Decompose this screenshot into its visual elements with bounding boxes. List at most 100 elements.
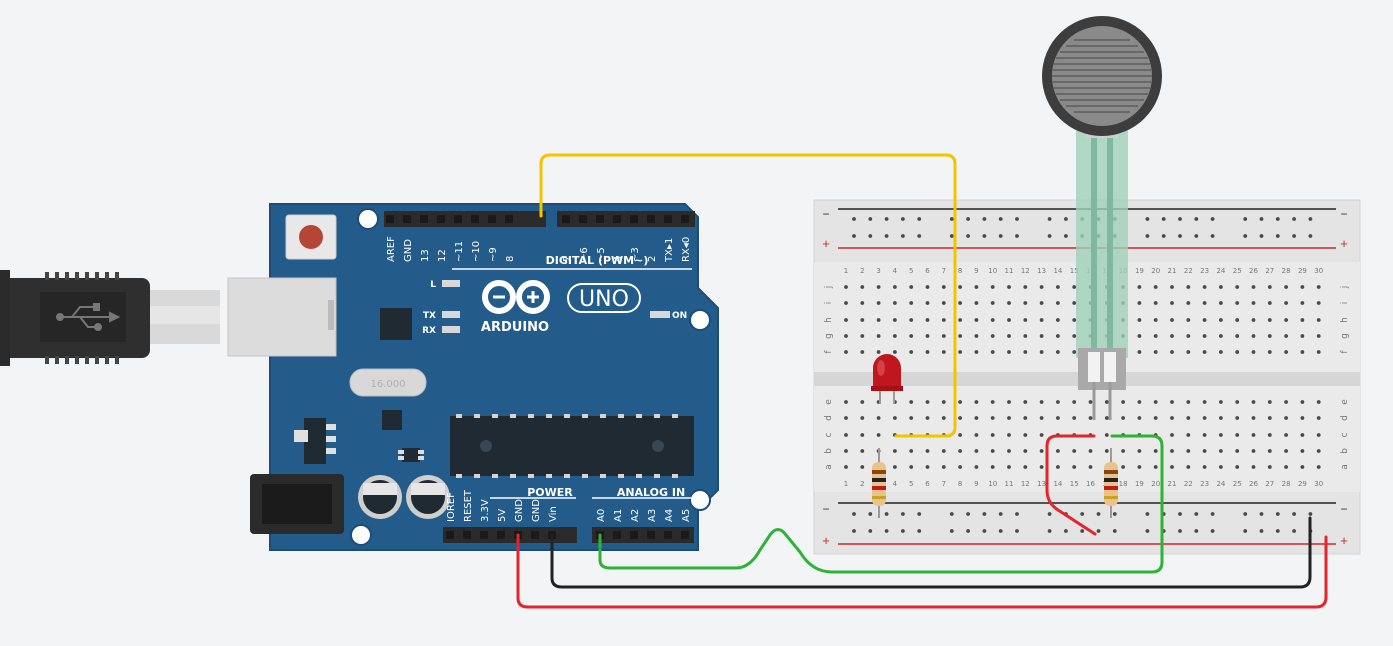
breadboard-hole[interactable] (1275, 512, 1280, 516)
breadboard-hole[interactable] (917, 234, 922, 238)
breadboard-hole[interactable] (1202, 285, 1207, 289)
breadboard-hole[interactable] (1121, 465, 1125, 469)
breadboard-hole[interactable] (1186, 350, 1191, 354)
breadboard-hole[interactable] (1251, 400, 1256, 404)
breadboard-hole[interactable] (1072, 301, 1077, 305)
breadboard-hole[interactable] (941, 301, 946, 305)
breadboard-hole[interactable] (949, 234, 954, 238)
breadboard-hole[interactable] (1202, 350, 1207, 354)
power-pin-socket[interactable] (497, 531, 505, 539)
breadboard-hole[interactable] (1275, 217, 1280, 221)
breadboard-hole[interactable] (1202, 433, 1207, 437)
breadboard-hole[interactable] (941, 400, 946, 404)
breadboard-hole[interactable] (1178, 217, 1182, 221)
breadboard-hole[interactable] (1096, 529, 1101, 533)
breadboard-hole[interactable] (1284, 433, 1288, 437)
breadboard-hole[interactable] (998, 529, 1003, 533)
breadboard-hole[interactable] (1145, 234, 1150, 238)
digital-pin-socket[interactable] (454, 215, 462, 223)
breadboard-hole[interactable] (1064, 234, 1068, 238)
breadboard-hole[interactable] (1267, 285, 1272, 289)
breadboard-hole[interactable] (1023, 449, 1028, 453)
breadboard-hole[interactable] (1300, 433, 1305, 437)
digital-pin-header-right[interactable] (557, 211, 695, 227)
breadboard-hole[interactable] (1153, 350, 1158, 354)
breadboard-hole[interactable] (1300, 285, 1305, 289)
wire-gnd-to-rail[interactable] (550, 516, 1312, 589)
breadboard-hole[interactable] (1056, 400, 1060, 404)
breadboard-hole[interactable] (966, 217, 970, 221)
breadboard-hole[interactable] (844, 465, 848, 469)
breadboard-hole[interactable] (949, 529, 954, 533)
breadboard-hole[interactable] (1015, 234, 1019, 238)
breadboard-hole[interactable] (1235, 449, 1240, 453)
breadboard-hole[interactable] (925, 449, 930, 453)
breadboard-hole[interactable] (1243, 234, 1248, 238)
breadboard-hole[interactable] (1284, 301, 1288, 305)
breadboard-hole[interactable] (1056, 416, 1060, 420)
breadboard-hole[interactable] (1072, 449, 1077, 453)
breadboard-hole[interactable] (1039, 301, 1044, 305)
analog-pin-socket[interactable] (664, 531, 672, 539)
breadboard-hole[interactable] (925, 301, 930, 305)
breadboard-hole[interactable] (1088, 449, 1093, 453)
breadboard-hole[interactable] (1039, 465, 1044, 469)
breadboard-hole[interactable] (998, 512, 1003, 516)
breadboard-hole[interactable] (1251, 350, 1256, 354)
breadboard-hole[interactable] (1316, 350, 1321, 354)
breadboard-hole[interactable] (925, 350, 930, 354)
breadboard-hole[interactable] (974, 400, 979, 404)
breadboard-hole[interactable] (1039, 318, 1044, 322)
breadboard-hole[interactable] (1153, 400, 1158, 404)
breadboard-hole[interactable] (941, 285, 946, 289)
breadboard-hole[interactable] (998, 234, 1003, 238)
breadboard-hole[interactable] (1194, 217, 1199, 221)
analog-pin-header[interactable] (592, 527, 694, 543)
breadboard-hole[interactable] (1072, 350, 1077, 354)
breadboard-hole[interactable] (1235, 465, 1240, 469)
breadboard-hole[interactable] (1243, 512, 1248, 516)
breadboard-hole[interactable] (844, 433, 848, 437)
breadboard-hole[interactable] (990, 449, 995, 453)
breadboard-hole[interactable] (1170, 334, 1174, 338)
breadboard-hole[interactable] (1072, 318, 1077, 322)
breadboard-hole[interactable] (1284, 334, 1288, 338)
breadboard-hole[interactable] (1259, 512, 1264, 516)
breadboard-hole[interactable] (917, 512, 922, 516)
wire-pin8-to-led[interactable] (539, 153, 957, 438)
breadboard-hole[interactable] (1267, 318, 1272, 322)
breadboard-hole[interactable] (1300, 334, 1305, 338)
analog-pin-socket[interactable] (647, 531, 655, 539)
breadboard-hole[interactable] (917, 529, 922, 533)
resistor-led[interactable] (872, 448, 886, 518)
breadboard-hole[interactable] (1202, 301, 1207, 305)
breadboard-hole[interactable] (1284, 285, 1288, 289)
breadboard-hole[interactable] (1194, 512, 1199, 516)
breadboard-hole[interactable] (909, 465, 914, 469)
breadboard-hole[interactable] (974, 416, 979, 420)
breadboard-hole[interactable] (1308, 217, 1313, 221)
breadboard-hole[interactable] (1153, 285, 1158, 289)
breadboard-hole[interactable] (860, 465, 865, 469)
breadboard-hole[interactable] (844, 416, 848, 420)
breadboard-hole[interactable] (966, 234, 970, 238)
breadboard-hole[interactable] (1186, 465, 1191, 469)
breadboard-hole[interactable] (1243, 217, 1248, 221)
breadboard-hole[interactable] (1104, 400, 1109, 404)
wire-rail-to-sensor[interactable] (1045, 434, 1097, 536)
breadboard-hole[interactable] (1235, 334, 1240, 338)
breadboard-hole[interactable] (1121, 449, 1125, 453)
analog-pin-socket[interactable] (630, 531, 638, 539)
breadboard-hole[interactable] (860, 400, 865, 404)
breadboard-hole[interactable] (844, 400, 848, 404)
breadboard-hole[interactable] (909, 416, 914, 420)
digital-pin-socket[interactable] (579, 215, 587, 223)
breadboard-hole[interactable] (876, 334, 881, 338)
breadboard-hole[interactable] (1153, 334, 1158, 338)
breadboard-hole[interactable] (1316, 416, 1321, 420)
breadboard-hole[interactable] (1251, 285, 1256, 289)
breadboard-hole[interactable] (1316, 301, 1321, 305)
digital-pin-socket[interactable] (630, 215, 638, 223)
breadboard-hole[interactable] (860, 449, 865, 453)
breadboard-hole[interactable] (1007, 449, 1011, 453)
